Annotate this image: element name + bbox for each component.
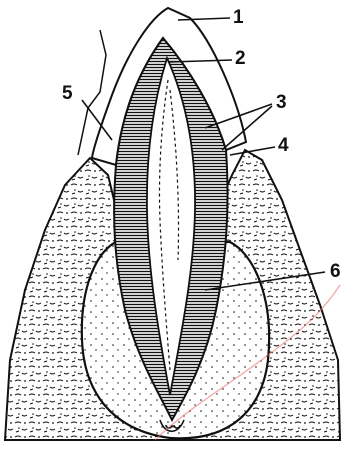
callout-4: 4: [278, 136, 289, 155]
callout-2: 2: [235, 49, 246, 68]
callout-1: 1: [233, 8, 244, 27]
callout-5: 5: [62, 84, 73, 103]
callout-6: 6: [330, 262, 341, 281]
callout-3: 3: [276, 93, 287, 112]
